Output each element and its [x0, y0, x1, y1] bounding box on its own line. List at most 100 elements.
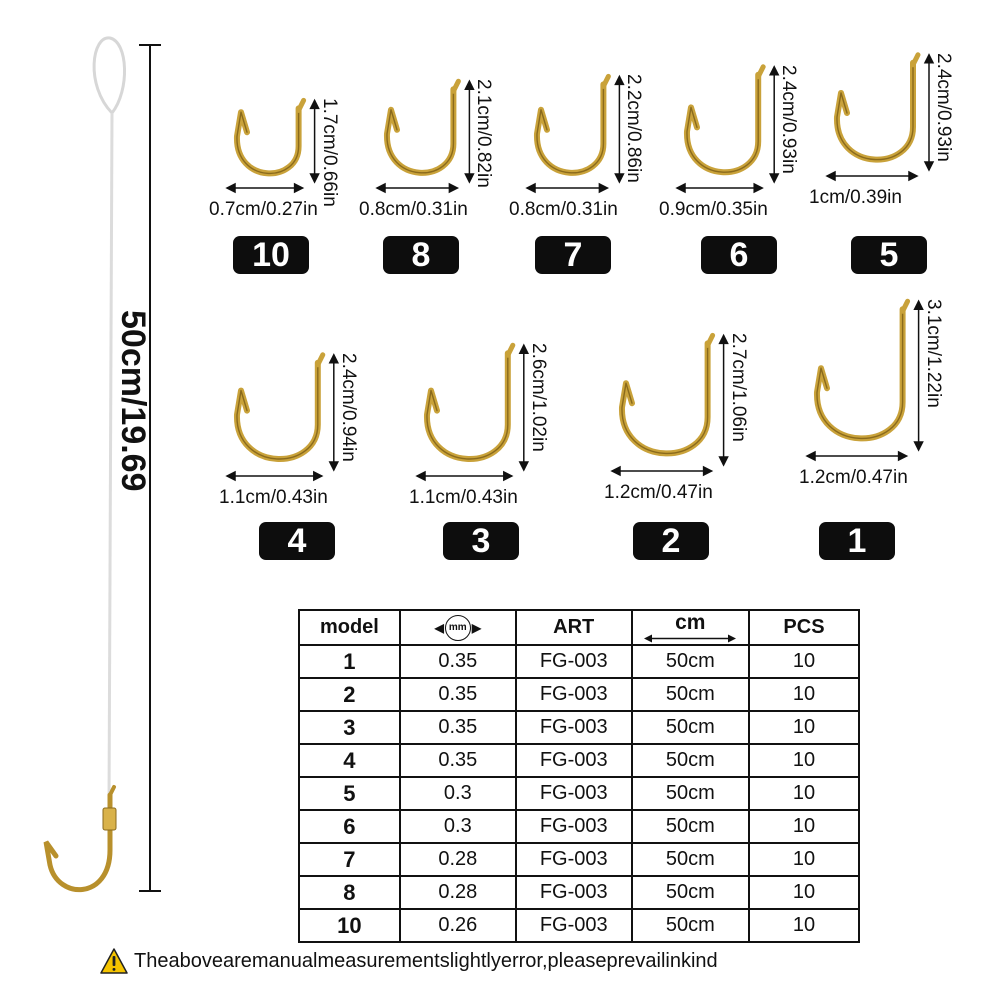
- cell-mm: 0.3: [398, 776, 517, 811]
- cell-model: 10: [298, 908, 401, 943]
- hook-shape: [683, 71, 762, 176]
- cell-cm: 50cm: [630, 908, 750, 943]
- width-arrow-head-left: [805, 450, 816, 462]
- hook-outline: [386, 88, 455, 174]
- height-arrow-head-bottom: [768, 173, 780, 184]
- cell-mm: 0.35: [398, 710, 517, 745]
- hook-eye: [600, 73, 611, 89]
- cell-cm: 50cm: [630, 743, 750, 778]
- cell-model: 8: [298, 875, 401, 910]
- arrow-left-icon: ◀: [434, 620, 444, 635]
- hook-width-label: 0.8cm/0.31in: [359, 199, 468, 220]
- hook-model-badge: 3: [443, 522, 519, 560]
- cell-model: 7: [298, 842, 401, 877]
- cell-art: FG-003: [514, 743, 633, 778]
- height-arrow-head-top: [309, 98, 320, 110]
- hook-height-label: 1.7cm/0.66in: [318, 98, 340, 208]
- height-arrow-head-bottom: [328, 461, 340, 472]
- height-arrow-head-top: [718, 333, 729, 345]
- cell-art: FG-003: [514, 809, 633, 844]
- width-arrow-head-right: [753, 182, 764, 194]
- cell-pcs: 10: [747, 677, 861, 712]
- header-diameter: ◀ mm ▶: [398, 609, 517, 646]
- width-arrow-head-right: [702, 465, 714, 477]
- hook-eye: [450, 78, 461, 94]
- hook-model-badge: 1: [819, 522, 895, 560]
- cell-cm: 50cm: [630, 842, 750, 877]
- cell-model: 4: [298, 743, 401, 778]
- width-arrow-head-left: [225, 182, 236, 194]
- height-arrow-head-bottom: [614, 173, 625, 184]
- hook-drawing: [525, 73, 625, 194]
- hook-drawing: [225, 352, 340, 482]
- diameter-icon: mm: [444, 614, 471, 641]
- measurement-note: Theabovearemanualmeasurementslightlyerro…: [100, 944, 718, 978]
- hook-outline: [236, 107, 300, 175]
- measurement-note-text: Theabovearemanualmeasurementslightlyerro…: [134, 949, 718, 972]
- hook-height-label: 2.6cm/1.02in: [527, 343, 549, 452]
- width-arrow-head-right: [313, 470, 324, 482]
- height-arrow-head-top: [923, 53, 935, 64]
- hook-width-label: 1.2cm/0.47in: [799, 467, 908, 488]
- cell-cm: 50cm: [630, 710, 750, 745]
- cell-pcs: 10: [747, 809, 861, 844]
- hook-drawing: [610, 332, 729, 477]
- header-length-label: cm: [675, 611, 706, 634]
- hook-height-label: 2.2cm/0.86in: [623, 74, 645, 184]
- hook-eye: [505, 342, 516, 358]
- hook-outline: [836, 62, 914, 161]
- hook-drawing: [375, 78, 475, 194]
- height-arrow-head-top: [328, 353, 340, 364]
- cell-pcs: 10: [747, 743, 861, 778]
- hook-model-badge: 10: [233, 236, 309, 274]
- cell-model: 1: [298, 644, 401, 679]
- hook-eye: [900, 298, 911, 314]
- hook-height-label: 3.1cm/1.22in: [922, 299, 944, 408]
- cell-cm: 50cm: [630, 677, 750, 712]
- hook-eye: [705, 332, 716, 348]
- hook-shape: [813, 306, 906, 442]
- hook-drawing: [415, 342, 530, 482]
- hook-drawing: [225, 97, 320, 194]
- hook-outline: [236, 362, 319, 460]
- hook-outline: [686, 74, 759, 173]
- cell-model: 6: [298, 809, 401, 844]
- hook-shape: [383, 86, 457, 176]
- hook-width-label: 1cm/0.39in: [809, 187, 902, 208]
- cell-art: FG-003: [514, 710, 633, 745]
- hook-shape: [833, 59, 916, 163]
- height-arrow-head-bottom: [518, 461, 530, 472]
- hook-width-label: 1.2cm/0.47in: [604, 482, 713, 503]
- hook-outline: [426, 352, 509, 460]
- snelled-hook-illustration: [43, 36, 126, 892]
- hook-width-label: 0.7cm/0.27in: [209, 199, 318, 220]
- width-arrow-head-left: [825, 170, 836, 182]
- cell-art: FG-003: [514, 776, 633, 811]
- hook-outline: [816, 308, 904, 440]
- hook-model-badge: 5: [851, 236, 927, 274]
- double-arrow-icon: [644, 634, 737, 643]
- rig-hook: [43, 792, 113, 892]
- height-arrow-head-bottom: [913, 441, 924, 452]
- hook-model-badge: 2: [633, 522, 709, 560]
- cell-cm: 50cm: [630, 644, 750, 679]
- cell-cm: 50cm: [630, 776, 750, 811]
- cell-pcs: 10: [747, 842, 861, 877]
- cell-pcs: 10: [747, 908, 861, 943]
- snell-wrap: [102, 807, 117, 831]
- cell-mm: 0.26: [398, 908, 517, 943]
- cell-art: FG-003: [514, 842, 633, 877]
- cell-cm: 50cm: [630, 875, 750, 910]
- height-arrow-head-top: [464, 79, 475, 90]
- total-length-label: 50cm/19.69: [114, 310, 152, 492]
- height-arrow-head-top: [913, 299, 924, 310]
- arrow-right-icon: ▶: [471, 620, 482, 635]
